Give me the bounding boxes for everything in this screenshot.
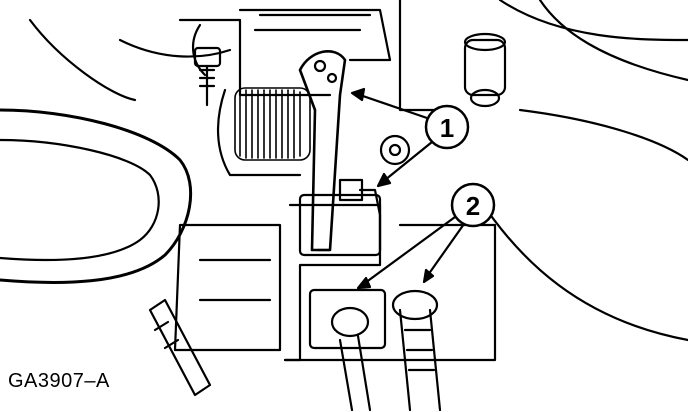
brake-switch: [298, 178, 382, 257]
figure-id-label: GA3907–A: [8, 370, 110, 392]
connector-left: [308, 288, 387, 412]
pedal-arm: [298, 50, 347, 252]
callout-2: 2: [356, 182, 496, 290]
bolt-top-left: [193, 46, 222, 107]
callout-2-label: 2: [466, 191, 480, 221]
right-housing: [478, 0, 688, 342]
callout-1-label: 1: [440, 113, 454, 143]
coil-spring: [234, 87, 311, 161]
upper-housing: [178, 0, 442, 177]
mounting-bracket: [173, 203, 497, 362]
connector-right: [391, 289, 442, 412]
center-nut: [379, 134, 411, 166]
callout-1: 1: [350, 87, 470, 188]
right-bolt: [463, 32, 507, 108]
stud-bottom-left: [148, 298, 212, 397]
